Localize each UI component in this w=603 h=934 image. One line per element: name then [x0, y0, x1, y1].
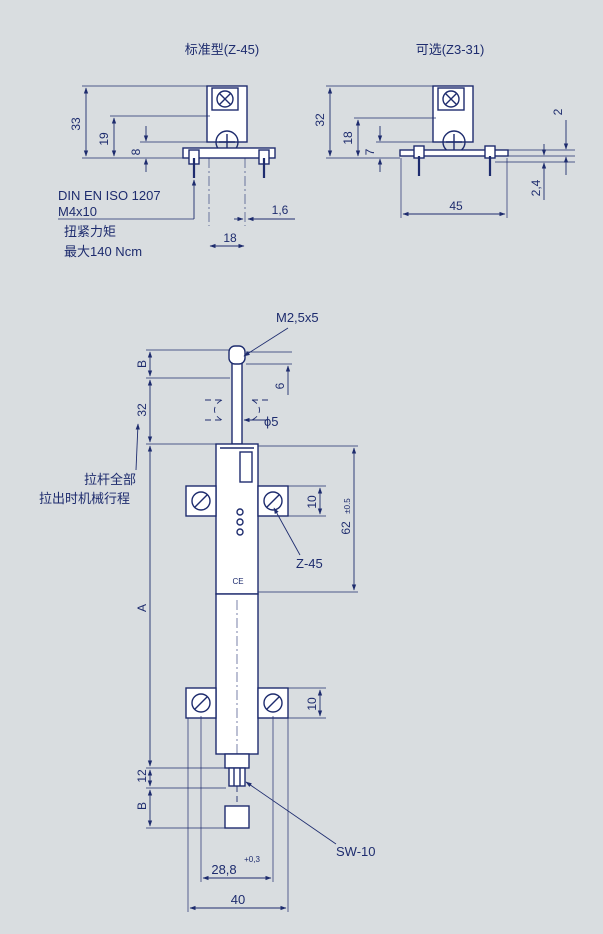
dim-10-top: 10: [305, 495, 319, 509]
label-strip: [239, 451, 253, 483]
dim-b-bottom: B: [135, 802, 149, 810]
note-m4x10: M4x10: [58, 204, 97, 219]
label-stroke-2: 拉出时机械行程: [39, 491, 130, 506]
dim-32-main: 32: [135, 403, 149, 417]
note-torque-label: 扭紧力矩: [64, 224, 116, 239]
hex-nut: [228, 767, 246, 787]
dim-8: 8: [129, 148, 143, 155]
clamp-left-top: [185, 485, 217, 517]
dim-62-tolerance: ±0.5: [343, 498, 352, 514]
dim-a: A: [135, 604, 149, 612]
sensor-body: [215, 443, 259, 595]
connector-circle-icon: [216, 90, 234, 108]
dim-33: 33: [69, 117, 83, 131]
thin-bracket: [399, 149, 509, 157]
led-icon-3: [236, 528, 244, 536]
top-right-view: 可选(Z3-31) 32 18 7 45: [313, 42, 575, 218]
note-din: DIN EN ISO 1207: [58, 188, 161, 203]
dim-b-top: B: [135, 360, 149, 368]
mounting-bracket: [182, 147, 276, 159]
top-right-title: 可选(Z3-31): [416, 42, 485, 57]
dim-2-4: 2,4: [529, 179, 543, 196]
label-sw10: SW-10: [336, 844, 376, 859]
dim-10-bottom: 10: [305, 697, 319, 711]
clamp-right-bottom: [257, 687, 289, 719]
label-phi5: ϕ5: [264, 414, 279, 429]
dim-19: 19: [97, 132, 111, 146]
led-icon-2: [236, 518, 244, 526]
dim-45: 45: [449, 199, 463, 213]
dim-28-8: 28,8: [211, 862, 236, 877]
dim-7: 7: [363, 148, 377, 155]
led-icon: [236, 508, 244, 516]
label-stroke-1: 拉杆全部: [84, 472, 136, 487]
dim-1-6: 1,6: [272, 203, 289, 217]
dim-12: 12: [135, 769, 149, 783]
connector-cross-icon: [218, 92, 232, 106]
dim-40: 40: [231, 892, 245, 907]
dim-18: 18: [223, 231, 237, 245]
connector-circle-icon-alt: [442, 90, 460, 108]
rod-tip: [228, 345, 246, 365]
dim-32: 32: [313, 113, 327, 127]
ce-mark: CE: [232, 577, 243, 586]
dim-6: 6: [273, 382, 287, 389]
bottom-connector: [224, 753, 250, 769]
main-view: CE M2,5x5 B: [39, 310, 376, 912]
cable-plug: [224, 805, 250, 829]
dim-2: 2: [551, 108, 565, 115]
top-left-title: 标准型(Z-45): [185, 42, 259, 57]
dim-28-8-tolerance: +0,3: [244, 855, 260, 864]
pull-rod: [231, 351, 243, 445]
dim-18-alt: 18: [341, 131, 355, 145]
dim-62: 62: [339, 521, 353, 535]
top-left-view: 标准型(Z-45) 33 19 8 DIN EN ISO: [58, 42, 295, 259]
label-m2-5x5: M2,5x5: [276, 310, 319, 325]
label-z45: Z-45: [296, 556, 323, 571]
note-torque-value: 最大140 Ncm: [64, 244, 142, 259]
